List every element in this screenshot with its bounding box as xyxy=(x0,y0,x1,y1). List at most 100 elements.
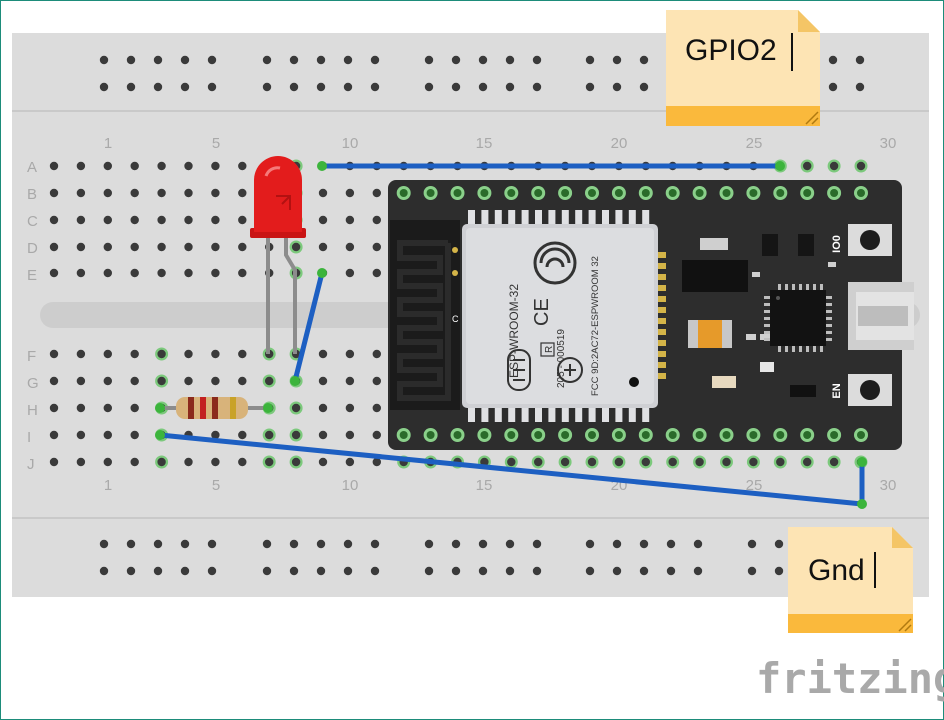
terminal-hole xyxy=(49,403,59,413)
terminal-hole xyxy=(184,188,193,198)
terminal-hole xyxy=(211,215,220,225)
rail-hole xyxy=(505,566,515,576)
en-button[interactable] xyxy=(848,374,892,406)
rail-hole xyxy=(693,539,703,549)
gpio2-label[interactable]: GPIO2 xyxy=(685,34,777,67)
rail-hole xyxy=(343,539,353,549)
wire-end-gpio2-a xyxy=(317,161,327,171)
rail-hole xyxy=(585,539,595,549)
terminal-hole xyxy=(318,376,328,386)
rail-hole xyxy=(99,55,109,65)
gnd-note-grip-icon[interactable] xyxy=(898,618,912,632)
module-finger xyxy=(481,408,489,422)
chip-leg xyxy=(826,338,832,341)
voltage-regulator xyxy=(682,260,748,292)
header-pin xyxy=(668,431,677,439)
en-button-cap[interactable] xyxy=(860,380,880,400)
terminal-hole xyxy=(345,215,355,225)
terminal-hole xyxy=(238,242,247,252)
chip-leg xyxy=(764,296,770,299)
smd-part-1 xyxy=(760,334,770,340)
chip-leg xyxy=(826,310,832,313)
terminal-hole xyxy=(238,349,247,359)
terminal-hole xyxy=(76,268,86,278)
chip-leg xyxy=(785,346,788,352)
header-pin xyxy=(480,431,489,439)
rail-hole xyxy=(207,82,217,92)
wire-end-led-a xyxy=(317,268,327,278)
terminal-hole xyxy=(211,349,220,359)
terminal-hole xyxy=(345,242,355,252)
header-pin xyxy=(453,189,462,197)
terminal-hole xyxy=(480,457,489,467)
terminal-hole xyxy=(291,430,301,440)
antenna-trace xyxy=(397,240,451,401)
io0-label: IO0 xyxy=(831,235,843,253)
module-finger xyxy=(602,408,609,422)
esp32-devkit[interactable]: C ESP-WROOM-32 205 - 000519 FCC 9D:2AC72… xyxy=(388,180,914,450)
rail-hole xyxy=(693,566,703,576)
terminal-hole xyxy=(184,215,193,225)
wires xyxy=(155,161,867,509)
module-finger xyxy=(615,210,623,224)
wire-gnd[interactable] xyxy=(157,432,865,507)
row-label-j: J xyxy=(27,456,35,473)
rail-hole xyxy=(99,566,109,576)
col-num-top-5: 5 xyxy=(212,135,220,152)
resistor[interactable] xyxy=(155,397,273,419)
red-led[interactable] xyxy=(250,156,306,354)
terminal-hole xyxy=(211,242,220,252)
esp32-header-pins xyxy=(396,186,868,442)
smd-regulator-tab xyxy=(700,238,728,250)
header-pin xyxy=(641,431,650,439)
terminal-hole xyxy=(49,376,59,386)
terminal-hole xyxy=(103,242,113,252)
module-finger xyxy=(642,210,650,224)
rail-hole xyxy=(424,539,434,549)
terminal-hole xyxy=(776,457,785,467)
rail-hole xyxy=(289,82,299,92)
module-finger xyxy=(481,210,489,224)
rail-hole xyxy=(612,55,622,65)
header-pin xyxy=(561,189,570,197)
gpio2-note-grip-icon[interactable] xyxy=(805,111,819,125)
rail-hole xyxy=(828,55,838,65)
terminal-hole xyxy=(49,349,59,359)
header-pin xyxy=(507,431,516,439)
terminal-hole xyxy=(76,349,86,359)
module-finger xyxy=(521,408,529,422)
terminal-hole xyxy=(238,188,247,198)
column-numbers-top: 1 5 10 15 20 25 30 xyxy=(104,135,897,152)
ce-mark: CE xyxy=(531,298,553,326)
terminal-hole xyxy=(238,268,247,278)
chip-leg xyxy=(799,284,802,290)
terminal-hole xyxy=(49,242,59,252)
col-num-bottom-1: 1 xyxy=(104,477,112,494)
rail-hole xyxy=(666,566,676,576)
rail-hole xyxy=(153,566,163,576)
terminal-hole xyxy=(184,376,193,386)
rail-hole xyxy=(126,539,136,549)
terminal-hole xyxy=(49,268,59,278)
module-side-pad xyxy=(658,362,666,368)
rail-hole xyxy=(639,82,649,92)
gpio2-note[interactable]: GPIO2 xyxy=(666,10,820,126)
smd-resistor-1 xyxy=(712,376,736,388)
gnd-note[interactable]: Gnd xyxy=(788,527,913,633)
wire-led-anode[interactable] xyxy=(292,270,325,384)
io0-button-cap[interactable] xyxy=(860,230,880,250)
gnd-label[interactable]: Gnd xyxy=(808,554,865,587)
usb-tongue xyxy=(858,306,908,326)
io0-button[interactable] xyxy=(848,224,892,256)
module-castellations xyxy=(468,210,650,422)
row-label-d: D xyxy=(27,240,38,257)
terminal-hole xyxy=(157,376,166,386)
terminal-hole xyxy=(130,188,139,198)
terminal-hole xyxy=(184,242,193,252)
header-pin xyxy=(857,431,865,439)
terminal-hole xyxy=(157,242,166,252)
rail-hole xyxy=(289,566,299,576)
micro-usb-port[interactable] xyxy=(848,282,914,350)
terminal-hole xyxy=(103,161,113,171)
